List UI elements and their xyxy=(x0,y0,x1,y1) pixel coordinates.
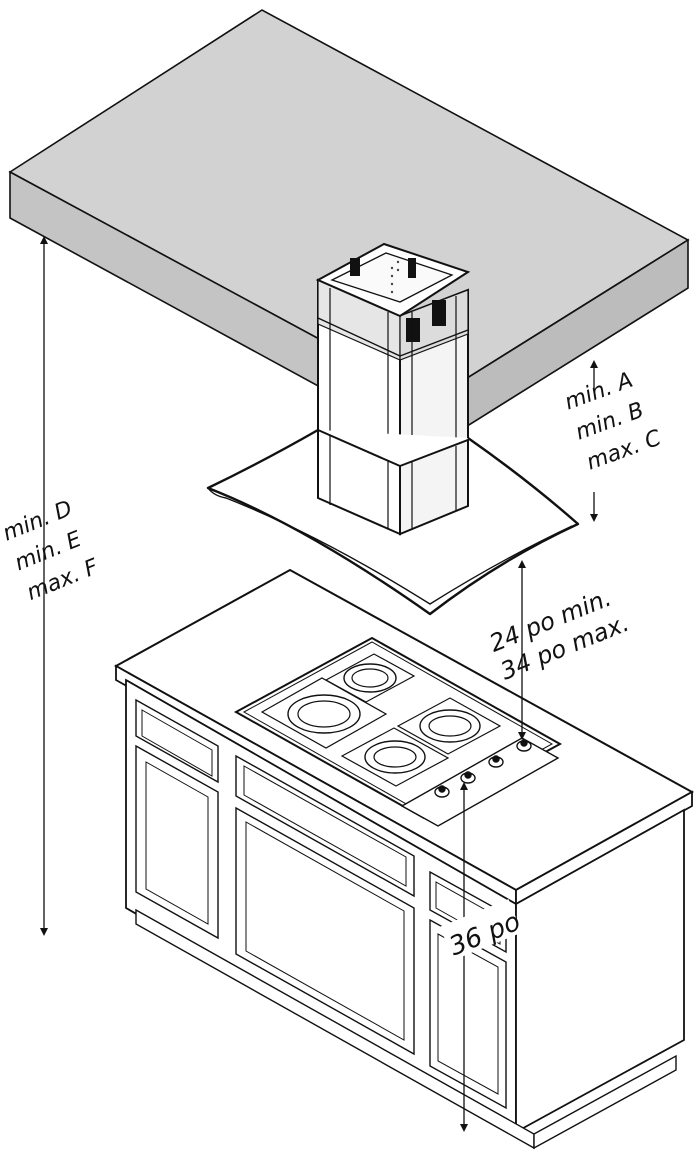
right-drawer xyxy=(429,870,507,954)
ceiling-height-labels: min. D min. E max. F xyxy=(0,496,102,606)
hood-to-cooktop-labels: 24 po min. 34 po max. xyxy=(485,584,632,686)
cooktop xyxy=(233,636,563,827)
dimension-lines xyxy=(40,236,598,1132)
cabinet-side xyxy=(515,808,685,1134)
center-panel xyxy=(235,806,415,1056)
center-drawer xyxy=(235,754,415,898)
burner-front-left xyxy=(260,677,388,749)
left-door xyxy=(135,744,219,940)
ceiling-slab xyxy=(8,9,690,450)
left-drawer xyxy=(135,698,219,784)
hood-canopy xyxy=(206,428,580,616)
control-knobs xyxy=(434,739,532,798)
burner-back-right xyxy=(396,697,502,755)
burner-front-right xyxy=(340,727,450,787)
hood-clearance-labels: min. A min. B max. C xyxy=(561,368,665,476)
